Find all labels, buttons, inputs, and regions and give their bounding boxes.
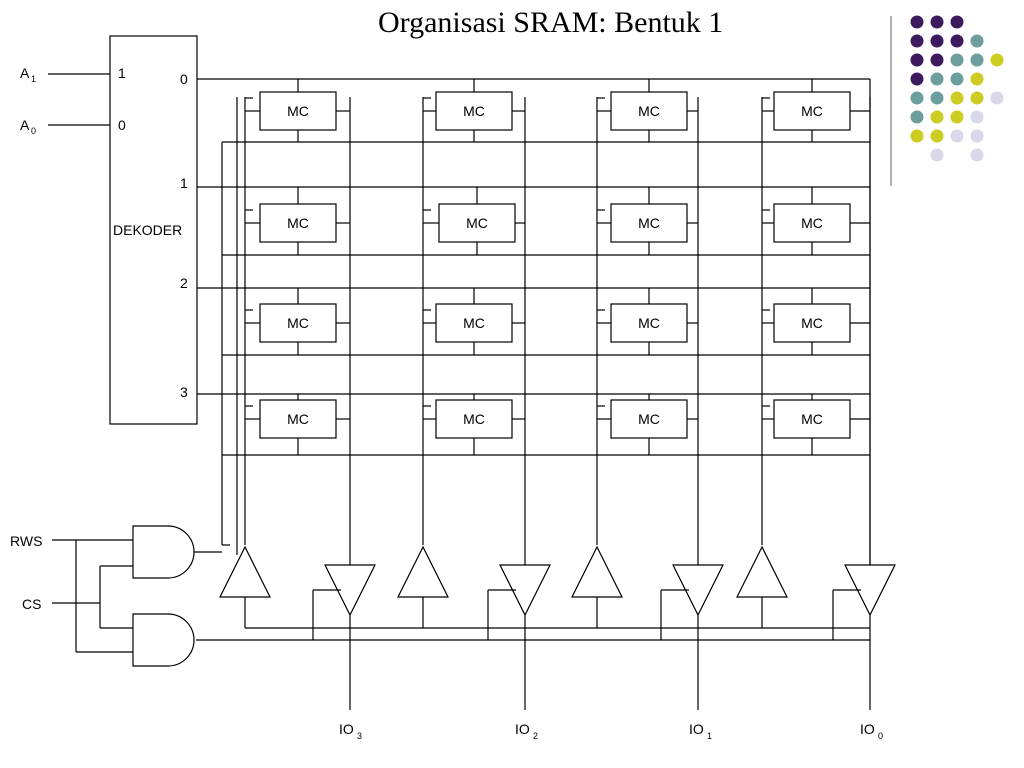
memory-cell-label: MC — [287, 411, 309, 427]
memory-cell-label: MC — [638, 215, 660, 231]
memory-cell-label: MC — [801, 103, 823, 119]
circuit-wiring: MC MC MC MC MC MC MC MC MC MC MC MC MC MC MC MC — [52, 78, 896, 710]
decoder-output-number-1: 1 — [180, 175, 188, 191]
decorative-dot — [990, 53, 1004, 67]
svg-text:IO: IO — [339, 721, 354, 737]
svg-text:A: A — [20, 65, 30, 81]
write-buffer — [571, 545, 623, 598]
decorative-dot — [950, 129, 964, 143]
memory-cell-label: MC — [638, 411, 660, 427]
svg-text:1: 1 — [31, 74, 36, 84]
decorative-dot — [950, 53, 964, 67]
svg-text:0: 0 — [31, 126, 36, 136]
decorative-dot — [950, 15, 964, 29]
svg-text:A: A — [20, 117, 30, 133]
memory-cell-label: MC — [801, 215, 823, 231]
svg-text:IO: IO — [689, 721, 704, 737]
io-output-2: IO 2 — [515, 721, 538, 741]
and-gate-read — [132, 613, 195, 667]
decorative-dot — [930, 110, 944, 124]
decorative-dot — [950, 34, 964, 48]
decorative-dot — [970, 91, 984, 105]
control-input-rws: RWS — [10, 533, 42, 549]
decorative-dot — [930, 148, 944, 162]
decorative-dot — [950, 110, 964, 124]
decorative-dot — [910, 91, 924, 105]
io-output-3: IO 3 — [339, 721, 362, 741]
decorative-dot — [970, 110, 984, 124]
decorative-dot — [950, 91, 964, 105]
memory-cell-label: MC — [463, 411, 485, 427]
memory-cell-label: MC — [638, 315, 660, 331]
decorative-dot — [970, 53, 984, 67]
memory-cell-label: MC — [463, 103, 485, 119]
memory-cell-label: MC — [638, 103, 660, 119]
decorative-dot — [990, 91, 1004, 105]
decorative-dot — [910, 72, 924, 86]
decorative-dot — [910, 129, 924, 143]
write-buffer — [219, 545, 271, 598]
decorative-dot — [970, 72, 984, 86]
memory-cell-label: MC — [466, 215, 488, 231]
memory-cell — [435, 91, 513, 131]
memory-cell-label: MC — [287, 103, 309, 119]
address-input-a0: A 0 — [20, 117, 36, 136]
svg-text:IO: IO — [515, 721, 530, 737]
decorative-dot — [930, 15, 944, 29]
memory-cell-label: MC — [801, 315, 823, 331]
decorative-dot — [930, 53, 944, 67]
decorative-dot — [950, 72, 964, 86]
svg-text:1: 1 — [707, 731, 712, 741]
decoder-label: DEKODER — [113, 222, 182, 238]
svg-text:0: 0 — [878, 731, 883, 741]
decoder-input-number-0: 0 — [118, 117, 126, 133]
decoder-input-number-1: 1 — [118, 65, 126, 81]
memory-cell — [259, 399, 337, 439]
memory-cell-label: MC — [287, 215, 309, 231]
address-input-a1: A 1 — [20, 65, 36, 84]
decorative-dot — [970, 129, 984, 143]
slide-title: Organisasi SRAM: Bentuk 1 — [378, 6, 724, 39]
decorative-dot — [930, 34, 944, 48]
decorative-dot — [970, 148, 984, 162]
decoder-block — [109, 35, 198, 425]
decorative-dot — [910, 110, 924, 124]
decorative-dot — [910, 53, 924, 67]
decorative-dot-grid — [910, 15, 1004, 162]
decorative-dot — [910, 15, 924, 29]
decorative-dot — [930, 91, 944, 105]
decorative-dot — [930, 72, 944, 86]
memory-cell-label: MC — [287, 315, 309, 331]
decorative-dot — [930, 129, 944, 143]
decorative-dot — [910, 34, 924, 48]
and-gate-write — [132, 525, 195, 579]
write-buffer — [397, 545, 449, 598]
write-buffer — [736, 545, 788, 598]
decoder-output-number-2: 2 — [180, 275, 188, 291]
io-output-0: IO 0 — [860, 721, 883, 741]
svg-text:IO: IO — [860, 721, 875, 737]
decoder-output-number-0: 0 — [180, 71, 188, 87]
decoder-output-number-3: 3 — [180, 384, 188, 400]
decorative-dot — [970, 34, 984, 48]
memory-cell-label: MC — [801, 411, 823, 427]
svg-text:2: 2 — [533, 731, 538, 741]
svg-text:3: 3 — [357, 731, 362, 741]
io-output-1: IO 1 — [689, 721, 712, 741]
memory-cell-label: MC — [463, 315, 485, 331]
control-input-cs: CS — [22, 596, 41, 612]
